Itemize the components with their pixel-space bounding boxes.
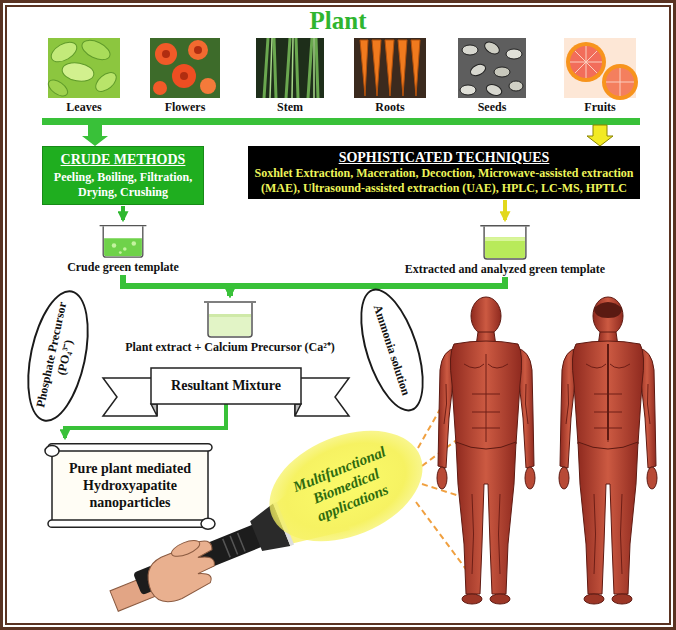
node-text: Multifunctional Biomedical applications	[278, 438, 413, 535]
plant-part-label: Fruits	[584, 100, 615, 115]
icon-part	[151, 368, 301, 404]
beaker-icon	[474, 222, 536, 260]
roots-photo-part	[354, 38, 426, 98]
flowers-photo-part	[200, 78, 216, 94]
seeds-photo-part	[483, 40, 502, 57]
stem-photo-part	[264, 38, 318, 98]
leaves-photo-part	[79, 36, 113, 63]
fruits-photo-part	[606, 68, 634, 96]
beaker-drawing	[204, 302, 256, 337]
seeds-photo-part	[485, 83, 503, 98]
seeds-photo-part	[460, 85, 476, 95]
plant-part-label: Roots	[375, 100, 404, 115]
flashlight-hand-part	[141, 538, 226, 608]
beaker-icon	[94, 222, 152, 258]
box-heading: CRUDE METHODS	[48, 151, 198, 168]
flowers-photo-part	[162, 50, 170, 58]
down-arrow	[82, 125, 108, 146]
icon-part	[151, 404, 157, 416]
mixture-banner: Resultant Mixture	[151, 368, 301, 404]
flowers-photo-part	[155, 43, 177, 65]
plant-part-label: Stem	[277, 100, 303, 115]
flow-connector	[503, 200, 507, 220]
plant-part-label: Flowers	[165, 100, 206, 115]
human-back	[559, 297, 657, 604]
technique-box: SOPHISTICATED TECHNIQUESSoxhlet Extracti…	[248, 146, 640, 199]
fruits-photo-part	[570, 46, 602, 78]
node-text: Ammonia solution	[371, 303, 413, 397]
precursor-oval: Phosphate Precursor (PO₄³⁻)	[17, 285, 100, 428]
flashlight-hand-part	[223, 533, 245, 558]
flashlight-hand-part	[169, 537, 201, 559]
stem-photo-part	[270, 38, 314, 98]
diagram-title: Plant	[0, 7, 676, 35]
source-bar	[42, 118, 640, 125]
flowers-photo-part	[194, 46, 202, 54]
flowers-photo-part	[172, 64, 196, 88]
beaker-drawing	[100, 226, 147, 258]
node-text: Phosphate Precursor (PO₄³⁻)	[32, 297, 83, 414]
stem-photo-part	[256, 38, 324, 98]
flow-connector	[123, 275, 230, 296]
reagent-oval: Ammonia solution	[347, 281, 436, 419]
leaves-photo-part	[92, 69, 119, 95]
icon-part	[48, 520, 212, 527]
roots-photo-part	[360, 40, 420, 96]
method-box: CRUDE METHODS Peeling, Boiling, Filtratio…	[42, 146, 204, 205]
template-beaker: Extracted and analyzed green template	[370, 222, 640, 277]
node-text: Crude green template	[67, 260, 179, 275]
fruits-photo-part	[570, 46, 602, 78]
template-beaker: Crude green template	[42, 222, 204, 275]
back-head	[594, 302, 622, 318]
flowers-photo-part	[153, 81, 167, 95]
leaves-photo	[46, 36, 120, 99]
beaker-icon	[194, 298, 266, 338]
icon-part	[48, 444, 212, 451]
plant-part-label: Seeds	[478, 100, 507, 115]
node-text: Extracted and analyzed green template	[405, 262, 605, 277]
flowers-photo-part	[150, 38, 220, 98]
icon-part	[295, 378, 349, 416]
flowers-photo	[150, 38, 220, 98]
flowers-photo-part	[180, 72, 188, 80]
fruits-photo-part	[566, 42, 606, 82]
seeds-photo-part	[458, 38, 526, 98]
icon-part	[52, 448, 208, 523]
beaker-drawing	[480, 226, 529, 259]
icon-part	[295, 404, 301, 416]
seeds-photo-part	[506, 49, 522, 59]
seeds-photo-part	[462, 45, 478, 55]
flow-connector	[121, 206, 125, 220]
plant-part-label: Leaves	[66, 100, 101, 115]
node-text: Peeling, Boiling, Filtration, Drying, Cr…	[48, 170, 198, 200]
node-text: Resultant Mixture	[159, 377, 293, 394]
down-arrow	[587, 125, 613, 146]
leaves-photo-part	[61, 60, 96, 83]
icon-part	[103, 378, 157, 416]
icon-part	[201, 518, 215, 529]
fruits-photo-part	[602, 64, 638, 100]
light-rays-part	[416, 502, 468, 572]
back-spine	[607, 344, 609, 440]
stem-photo	[256, 38, 324, 98]
seeds-photo-part	[494, 67, 510, 77]
product-scroll: Pure plant mediated Hydroxyapatite nanop…	[40, 440, 220, 531]
seeds-photo-part	[509, 81, 523, 91]
box-heading: SOPHISTICATED TECHNIQUES	[254, 149, 634, 166]
icon-part	[45, 445, 59, 456]
mixture-beaker: Plant extract + Calcium Precursor (Ca²⁺)	[99, 298, 361, 355]
node-text: Plant extract + Calcium Precursor (Ca²⁺)	[125, 340, 335, 355]
leaves-photo-part	[46, 77, 71, 99]
flowers-photo-part	[188, 40, 208, 60]
human-front	[437, 297, 535, 604]
leaves-photo-part	[48, 38, 80, 66]
node-text: Soxhlet Extraction, Maceration, Decoctio…	[254, 166, 634, 196]
roots-photo	[354, 38, 426, 98]
node-text: Pure plant mediated Hydroxyapatite nanop…	[66, 460, 194, 511]
seeds-photo-part	[469, 62, 488, 78]
seeds-photo	[458, 38, 526, 98]
fruits-photo-part	[606, 68, 634, 96]
fruits-photo	[564, 38, 638, 100]
